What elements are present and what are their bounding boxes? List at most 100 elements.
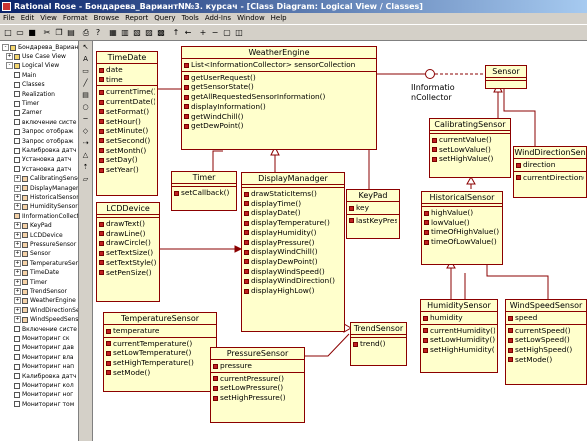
operation-row[interactable]: highValue(): [424, 208, 500, 218]
tree-item[interactable]: +TrendSensor: [14, 287, 67, 296]
tree-item[interactable]: +HistoricalSensor: [14, 193, 78, 202]
tree-item[interactable]: Запрос отображ: [14, 137, 74, 146]
operation-row[interactable]: currentValue(): [432, 135, 508, 145]
print-icon[interactable]: ⎙: [82, 28, 90, 37]
operation-row[interactable]: setLowHumidity(): [423, 335, 495, 345]
tree-expand-icon[interactable]: +: [6, 53, 13, 60]
operation-row[interactable]: currentDate(): [99, 97, 155, 107]
tree-item[interactable]: -Logical View: [6, 61, 59, 70]
tree-item[interactable]: +PressureSensor: [14, 240, 76, 249]
tree-item[interactable]: +KeyPad: [14, 221, 52, 230]
operation-row[interactable]: setPenSize(): [99, 268, 157, 278]
anchor-note-tool-icon[interactable]: ╱: [83, 79, 88, 87]
browse-diagram-icon[interactable]: ▦: [109, 28, 117, 37]
browse-previous-icon[interactable]: ←: [184, 28, 192, 37]
attribute-row[interactable]: direction: [516, 160, 584, 170]
selection-tool-icon[interactable]: ↖: [82, 43, 89, 51]
tree-expand-icon[interactable]: +: [14, 278, 21, 286]
operation-row[interactable]: setLowTemperature(): [106, 348, 214, 358]
operation-row[interactable]: setMinute(): [99, 126, 155, 136]
browse-parent-icon[interactable]: ↑: [172, 28, 180, 37]
operation-row[interactable]: displayDate(): [244, 208, 342, 218]
operation-row[interactable]: displayWindChill(): [244, 247, 342, 257]
operation-row[interactable]: setLowSpeed(): [508, 335, 584, 345]
help-icon[interactable]: ?: [95, 28, 101, 37]
operation-row[interactable]: setYear(): [99, 165, 155, 175]
tree-item[interactable]: +WindSpeedSensor: [14, 315, 78, 324]
paste-icon[interactable]: ▤: [67, 28, 75, 37]
tree-item[interactable]: +HumiditySensor: [14, 202, 78, 211]
operation-row[interactable]: displayInformation(): [184, 102, 374, 112]
operation-row[interactable]: setHighHumidity(): [423, 345, 495, 355]
tree-item[interactable]: +CalibratingSensor: [14, 174, 78, 183]
package-tool-icon[interactable]: ▱: [82, 175, 89, 183]
tree-item[interactable]: Мониторинг кол: [14, 381, 74, 390]
tree-item[interactable]: Калибровка датч: [14, 372, 76, 381]
realize-tool-icon[interactable]: ⇡: [82, 163, 89, 171]
tree-root[interactable]: -Бондарева_ВариантN№3.: [2, 43, 78, 52]
tree-item[interactable]: Установка датч: [14, 155, 71, 164]
tree-expand-icon[interactable]: +: [14, 259, 21, 267]
operation-row[interactable]: setLowPressure(): [213, 383, 302, 393]
tree-item[interactable]: Мониторинг дав: [14, 343, 74, 352]
operation-row[interactable]: displayHighLow(): [244, 286, 342, 296]
gen-pressuresensor-trendsensor[interactable]: [305, 333, 350, 357]
aggregation-tool-icon[interactable]: ◇: [82, 127, 89, 135]
operation-row[interactable]: currentDirection(): [516, 173, 584, 183]
menu-edit[interactable]: Edit: [20, 14, 35, 22]
operation-row[interactable]: lastKeyPress(): [349, 216, 397, 226]
tree-expand-icon[interactable]: +: [14, 269, 21, 277]
operation-row[interactable]: displayTemperature(): [244, 218, 342, 228]
tree-item[interactable]: +Use Case View: [6, 52, 66, 61]
operation-row[interactable]: getAllRequestedSensorInformation(): [184, 92, 374, 102]
save-icon[interactable]: ■: [28, 28, 36, 37]
tree-expand-icon[interactable]: +: [14, 306, 21, 314]
zoom-in-icon[interactable]: +: [199, 28, 207, 37]
tree-expand-icon[interactable]: +: [14, 231, 21, 239]
attribute-row[interactable]: date: [99, 65, 155, 75]
menu-query[interactable]: Query: [154, 14, 176, 22]
tree-item[interactable]: Установка датч: [14, 165, 71, 174]
new-file-icon[interactable]: □: [4, 28, 12, 37]
menu-report[interactable]: Report: [125, 14, 149, 22]
class-key-pad[interactable]: KeyPadkeylastKeyPress(): [346, 189, 400, 239]
tree-expand-icon[interactable]: +: [14, 222, 21, 230]
menu-file[interactable]: File: [3, 14, 15, 22]
operation-row[interactable]: drawText(): [99, 219, 157, 229]
text-tool-icon[interactable]: A: [83, 55, 88, 63]
class-tool-icon[interactable]: ▤: [82, 91, 89, 99]
attribute-row[interactable]: humidity: [423, 313, 495, 323]
tree-item[interactable]: +WeatherEngine: [14, 296, 76, 305]
tree-item[interactable]: Classes: [14, 80, 45, 89]
tree-item[interactable]: Включение систе: [14, 325, 77, 334]
operation-row[interactable]: currentTemperature(): [106, 339, 214, 349]
tree-item[interactable]: Запрос отображ: [14, 127, 74, 136]
menu-view[interactable]: View: [40, 14, 57, 22]
zoom-out-icon[interactable]: −: [211, 28, 219, 37]
attribute-row[interactable]: List<InformationCollector> sensorCollect…: [184, 60, 374, 70]
operation-row[interactable]: setTextStyle(): [99, 258, 157, 268]
operation-row[interactable]: setMonth(): [99, 146, 155, 156]
undo-fit-icon[interactable]: ◫: [235, 28, 243, 37]
tree-item[interactable]: Realization: [14, 90, 55, 99]
tree-item[interactable]: +Sensor: [14, 249, 51, 258]
operation-row[interactable]: setTextSize(): [99, 248, 157, 258]
tree-item[interactable]: +Timer: [14, 278, 47, 287]
cut-icon[interactable]: ✂: [43, 28, 51, 37]
operation-row[interactable]: displayPressure(): [244, 238, 342, 248]
menu-format[interactable]: Format: [62, 14, 88, 22]
operation-row[interactable]: setMode(): [106, 368, 214, 378]
tree-expand-icon[interactable]: +: [14, 316, 21, 324]
fit-window-icon[interactable]: ▢: [223, 28, 231, 37]
operation-row[interactable]: trend(): [353, 339, 404, 349]
tree-collapse-icon[interactable]: -: [2, 44, 9, 51]
tree-item[interactable]: +LCDDevice: [14, 231, 63, 240]
